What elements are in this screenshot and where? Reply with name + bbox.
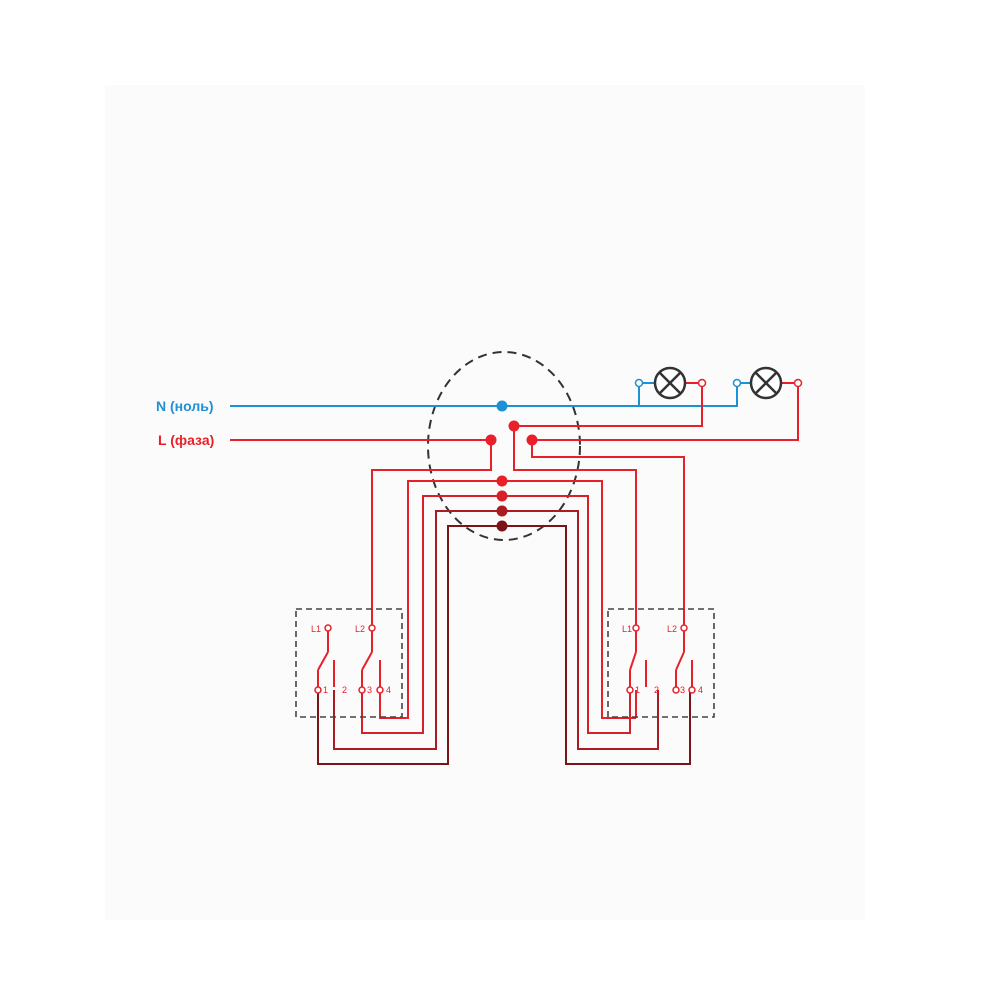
- right-switch-t1-label: 1: [635, 685, 640, 695]
- right-switch-t4-label: 4: [698, 685, 703, 695]
- left-switch-t3-label: 3: [367, 685, 372, 695]
- right-switch-t2-label: 2: [654, 685, 659, 695]
- traveler-node-3: [496, 505, 508, 517]
- traveler-node-4: [496, 520, 508, 532]
- double-switch-icon: [607, 608, 715, 718]
- traveler-node-1: [496, 475, 508, 487]
- traveler-wiring: [317, 475, 691, 765]
- left-switch-l1-label: L1: [311, 624, 321, 634]
- left-switch-l2-label: L2: [355, 624, 365, 634]
- left-switch-labels: L1 L2 1 2 3 4: [311, 624, 391, 695]
- neutral-wiring: [230, 378, 750, 412]
- right-switch-t3-label: 3: [680, 685, 685, 695]
- traveler-node-2: [496, 490, 508, 502]
- neutral-label: N (ноль): [156, 398, 213, 414]
- lamp1-junction-node: [508, 420, 520, 432]
- lamp2-junction-node: [526, 434, 538, 446]
- phase-label: L (фаза): [158, 432, 214, 448]
- lamp1-neutral-terminal: [634, 378, 644, 388]
- lamp2-phase-terminal: [793, 378, 803, 388]
- lamp-icon: [653, 366, 687, 400]
- lamp-icon: [749, 366, 783, 400]
- right-switch-l2-label: L2: [667, 624, 677, 634]
- right-switch-labels: L1 L2 1 2 3 4: [622, 624, 703, 695]
- diagram-panel: [105, 85, 865, 920]
- left-switch-t2-label: 2: [342, 685, 347, 695]
- left-switch-t1-label: 1: [323, 685, 328, 695]
- lamp1-phase-terminal: [697, 378, 707, 388]
- double-switch-icon: [295, 608, 403, 718]
- lamp2-neutral-terminal: [732, 378, 742, 388]
- left-switch-t4-label: 4: [386, 685, 391, 695]
- junction-box-icon: [427, 351, 581, 541]
- phase-wiring: [230, 434, 497, 628]
- lamp-feed-wiring: [508, 378, 803, 628]
- neutral-junction-node: [496, 400, 508, 412]
- right-switch-l1-label: L1: [622, 624, 632, 634]
